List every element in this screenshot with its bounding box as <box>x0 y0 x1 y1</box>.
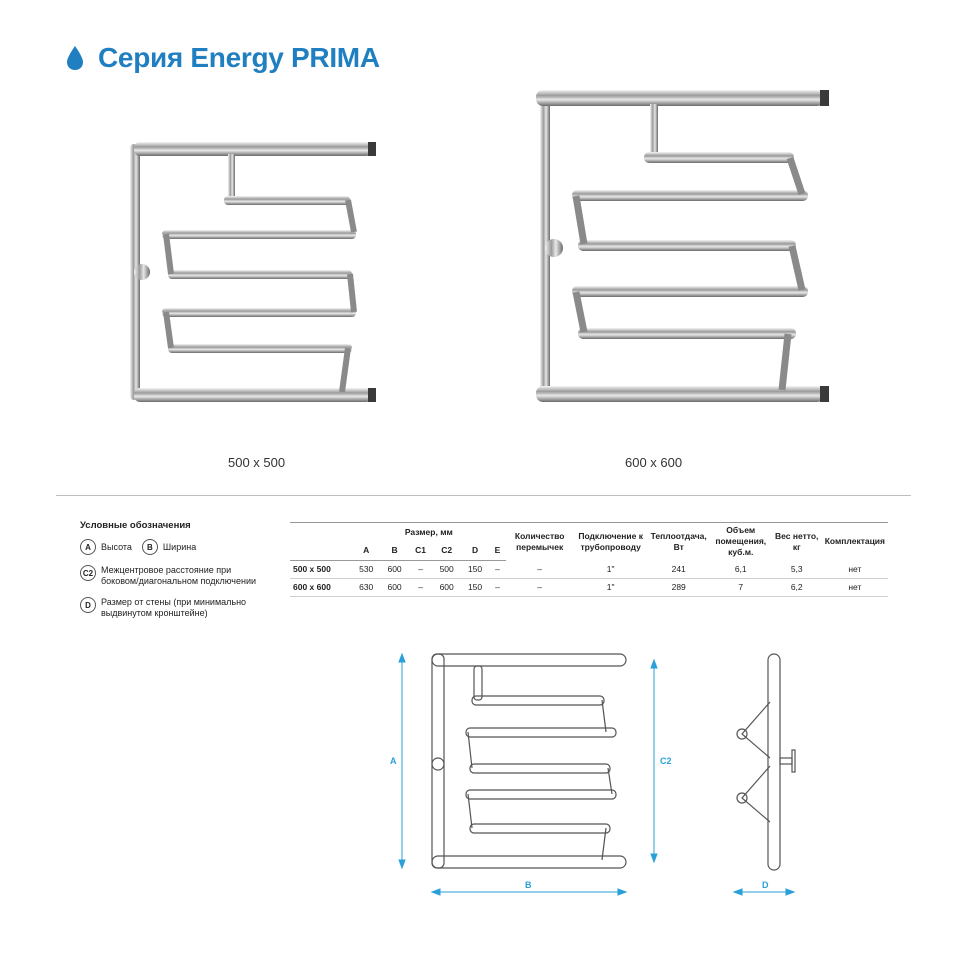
weight-header: Вес нетто, кг <box>771 522 822 560</box>
size-col-header: B <box>380 541 409 561</box>
legend: Условные обозначения A Высота B Ширина C… <box>80 520 280 629</box>
size-col-header: A <box>352 541 381 561</box>
legend-row: D Размер от стены (при минимально выдвин… <box>80 597 280 619</box>
model-header <box>290 522 352 542</box>
size-col-header: E <box>489 541 506 561</box>
product-caption: 500 x 500 <box>228 455 286 470</box>
section-divider <box>56 495 911 496</box>
page-header: Серия Energy PRIMA <box>66 42 380 74</box>
dim-label-a: A <box>390 756 397 766</box>
dim-label-b: B <box>525 880 532 890</box>
legend-item-text: Размер от стены (при минимально выдвинут… <box>101 597 247 618</box>
kit-header: Комплектация <box>821 522 888 560</box>
volume-header: Объем помещения, куб.м. <box>709 522 772 560</box>
heat-header: Теплоотдача, Вт <box>647 522 710 560</box>
dim-label-c2: C2 <box>660 756 672 766</box>
size-col-header: D <box>460 541 490 561</box>
legend-row: C2 Межцентровое расстояние при боковом/д… <box>80 565 280 587</box>
legend-key-badge: B <box>141 539 158 555</box>
size-header: Размер, мм <box>352 522 506 542</box>
product-caption: 600 x 600 <box>625 455 683 470</box>
water-drop-icon <box>67 46 83 70</box>
legend-title: Условные обозначения <box>80 520 191 531</box>
technical-drawing: A C2 B D <box>390 652 796 896</box>
connection-header: Подключение к трубопроводу <box>573 522 648 560</box>
legend-key-badge: A <box>80 539 96 555</box>
table-row: 500 x 500 530 600 – 500 150 – – 1" 241 6… <box>290 560 888 579</box>
page-title: Серия Energy PRIMA <box>98 42 380 73</box>
legend-item-text: Ширина <box>162 542 197 552</box>
jumpers-header: Количество перемычек <box>505 522 574 560</box>
size-col-header: C2 <box>432 541 461 561</box>
legend-item-text: Межцентровое расстояние при боковом/диаг… <box>101 565 257 586</box>
dim-label-d: D <box>762 880 769 890</box>
table-row: 600 x 600 630 600 – 600 150 – – 1" 289 7… <box>290 578 888 597</box>
legend-key-badge: C2 <box>80 565 96 581</box>
size-col-header: C1 <box>408 541 433 561</box>
legend-key-badge: D <box>80 597 96 613</box>
spec-table: Размер, мм Количество перемычек Подключе… <box>290 522 888 597</box>
legend-row: A Высота B Ширина <box>80 539 280 555</box>
legend-item-text: Высота <box>101 542 132 552</box>
product-photo-600x600 <box>536 90 829 402</box>
product-photo-500x500 <box>130 142 376 402</box>
